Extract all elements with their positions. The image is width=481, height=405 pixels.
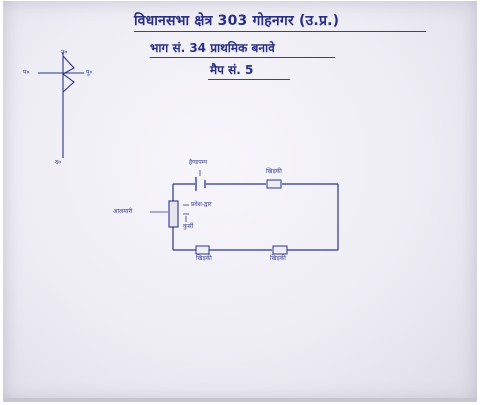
room-outline — [172, 183, 339, 251]
window-bottom-right-icon — [272, 245, 288, 255]
handpump-label: हैण्डपम्प — [189, 159, 207, 166]
compass-north-label: उ० — [61, 49, 68, 56]
compass-rose — [38, 52, 84, 158]
window-top-right-label: खिड़की — [266, 168, 282, 175]
title-underline — [134, 31, 426, 32]
document-subtitle: भाग सं. 34 प्राथमिक बनावे — [150, 41, 275, 55]
document-title: विधानसभा क्षेत्र 303 गोहनगर (उ.प्र.) — [134, 13, 340, 29]
window-bottom-right-label: खिड़की — [270, 255, 286, 262]
compass-west-label: प० — [23, 69, 30, 76]
cupboard-icon — [168, 200, 179, 228]
compass-east-label: पू० — [86, 69, 93, 76]
handpump-symbol — [195, 170, 206, 191]
subtitle-underline — [150, 57, 335, 58]
window-bottom-left-icon — [195, 245, 210, 255]
compass-north-arrow-icon — [61, 55, 75, 93]
chair-label: कुर्सी — [183, 223, 194, 230]
compass-south-label: द० — [55, 159, 62, 166]
entrance-label: प्रवेश-द्वार — [191, 201, 212, 208]
window-top-right-icon — [266, 179, 282, 189]
photo-bottom-edge — [3, 398, 477, 402]
window-bottom-left-label: खिड़की — [196, 255, 212, 262]
entrance-chair-marks — [183, 204, 189, 222]
paper-sheet — [3, 1, 477, 402]
cupboard-label: आलमारी — [113, 208, 133, 215]
map-number: मैप सं. 5 — [210, 63, 254, 77]
map-number-underline — [208, 79, 290, 80]
